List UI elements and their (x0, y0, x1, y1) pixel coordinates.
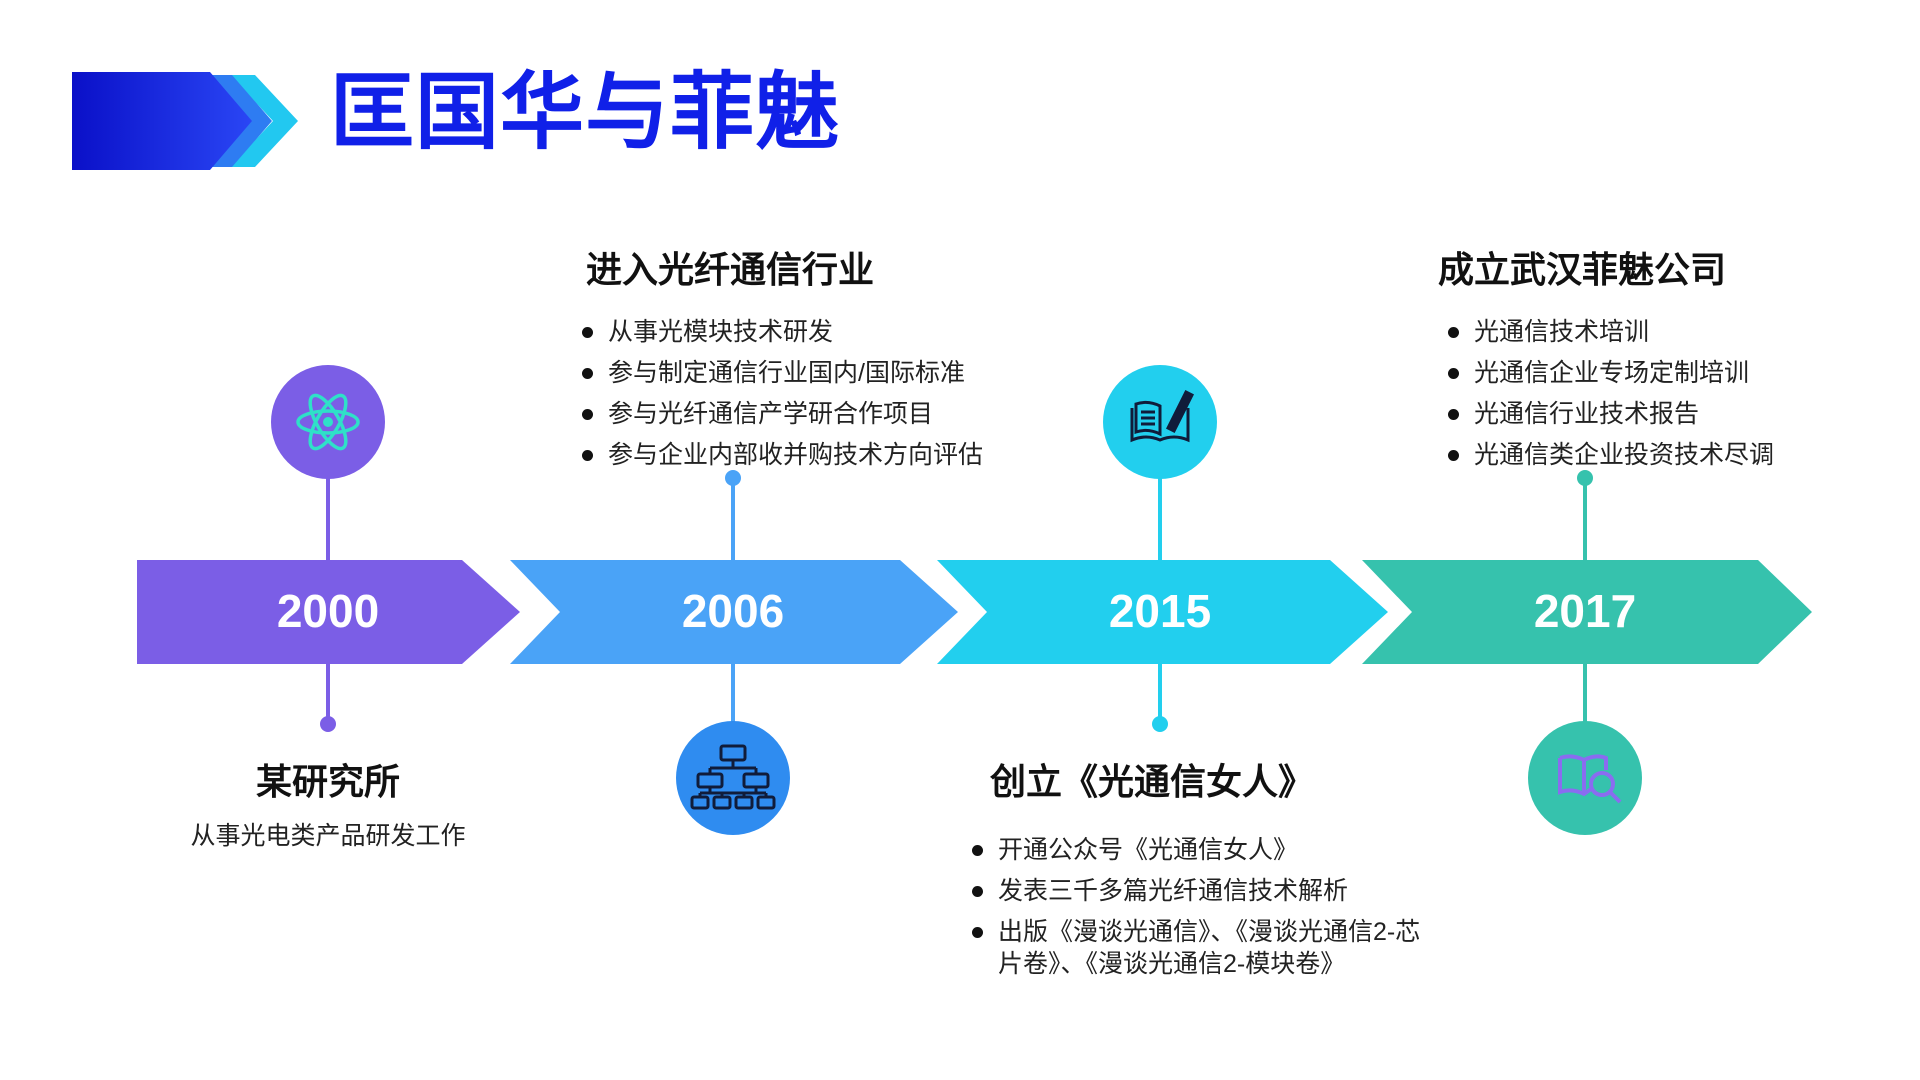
arrow-segment-2015 (937, 560, 1388, 664)
milestone-subtext-2000: 从事光电类产品研发工作 (190, 822, 466, 850)
hierarchy-icon (676, 721, 790, 835)
arrow-segment-2017 (1362, 560, 1812, 664)
list-item: 参与光纤通信产学研合作项目 (580, 398, 983, 430)
book-pen-icon (1103, 365, 1217, 479)
list-item: 发表三千多篇光纤通信技术解析 (970, 875, 1430, 907)
book-search-icon (1528, 721, 1642, 835)
milestone-bullets-2015: 开通公众号《光通信女人》 发表三千多篇光纤通信技术解析 出版《漫谈光通信》、《漫… (970, 834, 1430, 989)
list-item: 开通公众号《光通信女人》 (970, 834, 1430, 866)
year-label-2000: 2000 (276, 585, 380, 637)
year-label-2015: 2015 (1108, 585, 1212, 637)
milestone-heading-2017: 成立武汉菲魅公司 (1438, 249, 1727, 290)
milestone-bullets-2006: 从事光模块技术研发 参与制定通信行业国内/国际标准 参与光纤通信产学研合作项目 … (580, 316, 983, 480)
arrow-segment-2000 (137, 560, 520, 664)
milestone-heading-2000: 某研究所 (255, 761, 400, 802)
milestone-bullets-2017: 光通信技术培训 光通信企业专场定制培训 光通信行业技术报告 光通信类企业投资技术… (1446, 316, 1774, 480)
atom-icon (271, 365, 385, 479)
list-item: 光通信企业专场定制培训 (1446, 357, 1774, 389)
year-label-2006: 2006 (681, 585, 785, 637)
milestone-heading-2006: 进入光纤通信行业 (586, 249, 875, 290)
page-title: 匡国华与菲魅 (330, 65, 841, 159)
list-item: 光通信类企业投资技术尽调 (1446, 439, 1774, 471)
milestone-heading-2015: 创立《光通信女人》 (990, 761, 1315, 802)
timeline-connectors (320, 470, 1593, 732)
arrow-segment-2006 (510, 560, 958, 664)
timeline-arrows (137, 560, 1812, 664)
list-item: 从事光模块技术研发 (580, 316, 983, 348)
list-item: 光通信行业技术报告 (1446, 398, 1774, 430)
title-chevron-decoration (72, 72, 298, 170)
list-item: 光通信技术培训 (1446, 316, 1774, 348)
list-item: 参与企业内部收并购技术方向评估 (580, 439, 983, 471)
year-label-2017: 2017 (1533, 585, 1637, 637)
list-item: 参与制定通信行业国内/国际标准 (580, 357, 983, 389)
list-item: 出版《漫谈光通信》、《漫谈光通信2-芯片卷》、《漫谈光通信2-模块卷》 (970, 916, 1430, 980)
